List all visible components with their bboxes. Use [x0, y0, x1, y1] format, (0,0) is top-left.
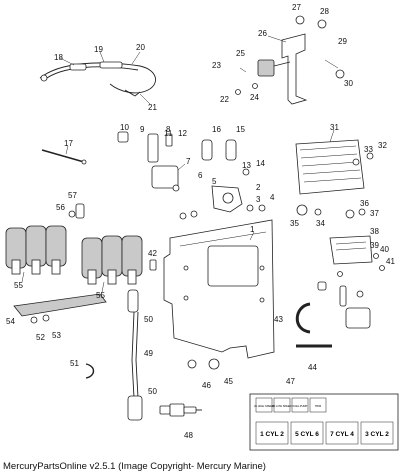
- callout-52: 52: [36, 333, 45, 342]
- callout-13: 13: [242, 161, 251, 170]
- callout-49: 49: [144, 349, 153, 358]
- callout-38: 38: [370, 227, 379, 236]
- callout-5: 5: [212, 177, 217, 186]
- sensor-assembly: [117, 131, 266, 220]
- label-cyl-3: 7 CYL 4: [330, 431, 354, 438]
- callout-9: 9: [140, 125, 145, 134]
- callout-26: 26: [258, 29, 267, 38]
- callout-20: 20: [136, 43, 145, 52]
- callout-31: 31: [330, 123, 339, 132]
- callout-numbers: 1 2 3 4 5 6 7 8 9 10 11 12 13 14 15 16 1…: [6, 3, 395, 440]
- callout-50: 50: [144, 315, 153, 324]
- right-side-parts: [296, 204, 385, 329]
- label-fuel-pump: FUEL PUMP: [293, 404, 308, 408]
- callout-51: 51: [70, 359, 79, 368]
- callout-1: 1: [250, 225, 255, 234]
- callout-2: 2: [256, 183, 261, 192]
- callout-11: 11: [164, 129, 173, 138]
- callout-24: 24: [250, 93, 259, 102]
- callout-12: 12: [178, 129, 187, 138]
- label-high-speed: #1 HIGH SPEED: [254, 404, 274, 408]
- callout-48: 48: [184, 431, 193, 440]
- callout-14: 14: [256, 159, 265, 168]
- callout-57: 57: [68, 191, 77, 200]
- callout-6: 6: [198, 171, 203, 180]
- callout-8: 8: [166, 125, 171, 134]
- callout-43: 43: [274, 315, 283, 324]
- callout-36: 36: [360, 199, 369, 208]
- rod-17: [41, 145, 87, 165]
- label-low-speed: #2 LOW SPEED: [272, 404, 291, 408]
- callout-28: 28: [320, 7, 329, 16]
- callout-10: 10: [120, 123, 129, 132]
- callout-56: 56: [56, 203, 65, 212]
- callout-37: 37: [370, 209, 379, 218]
- callout-55: 55: [14, 281, 23, 290]
- callout-16: 16: [212, 125, 221, 134]
- mounting-bar: [13, 293, 107, 324]
- label-top-row: #1 HIGH SPEED #2 LOW SPEED FUEL PUMP TRI…: [254, 397, 327, 413]
- main-plate: [163, 219, 275, 359]
- callout-18: 18: [54, 53, 63, 62]
- callout-27: 27: [292, 3, 301, 12]
- callout-30: 30: [344, 79, 353, 88]
- callout-50b: 50: [148, 387, 157, 396]
- callout-33: 33: [364, 145, 373, 154]
- cable-assembly: [39, 51, 156, 105]
- callout-47: 47: [286, 377, 295, 386]
- callout-53: 53: [52, 331, 61, 340]
- clip-and-stud: [295, 302, 332, 348]
- callout-32: 32: [378, 141, 387, 150]
- ignition-coils: [5, 225, 143, 293]
- label-cyl-1: 1 CYL 2: [260, 431, 284, 438]
- callout-3: 3: [256, 195, 261, 204]
- upper-bracket-assembly: [235, 15, 345, 105]
- label-cyl-4: 3 CYL 2: [365, 431, 389, 438]
- copyright-caption: MercuryPartsOnline v2.5.1 (Image Copyrig…: [3, 461, 266, 472]
- plug-lead: [85, 259, 157, 421]
- callout-55b: 55: [96, 291, 105, 300]
- callout-44: 44: [308, 363, 317, 372]
- callout-25: 25: [236, 49, 245, 58]
- nuts-45-46: [187, 358, 220, 370]
- module-31: [295, 129, 374, 195]
- label-cyl-2: 5 CYL 6: [295, 431, 319, 438]
- label-cyl-row: 1 CYL 2 5 CYL 6 7 CYL 4 3 CYL 2: [255, 421, 394, 445]
- callout-35: 35: [290, 219, 299, 228]
- callout-15: 15: [236, 125, 245, 134]
- callout-22: 22: [220, 95, 229, 104]
- callout-45: 45: [224, 377, 233, 386]
- label-trim: TRIM: [315, 404, 321, 408]
- callout-7: 7: [186, 157, 191, 166]
- callout-46: 46: [202, 381, 211, 390]
- callout-21: 21: [148, 103, 157, 112]
- callout-34: 34: [316, 219, 325, 228]
- spark-plug: [159, 403, 202, 417]
- callout-40: 40: [380, 245, 389, 254]
- callout-29: 29: [338, 37, 347, 46]
- callout-4: 4: [270, 193, 275, 202]
- callout-17: 17: [64, 139, 73, 148]
- callout-23: 23: [212, 61, 221, 70]
- callout-19: 19: [94, 45, 103, 54]
- callout-39: 39: [370, 241, 379, 250]
- callout-42: 42: [148, 249, 157, 258]
- callout-54: 54: [6, 317, 15, 326]
- label-sheet: #1 HIGH SPEED #2 LOW SPEED FUEL PUMP TRI…: [249, 393, 399, 451]
- connectors-56-57: [68, 203, 85, 219]
- callout-41: 41: [386, 257, 395, 266]
